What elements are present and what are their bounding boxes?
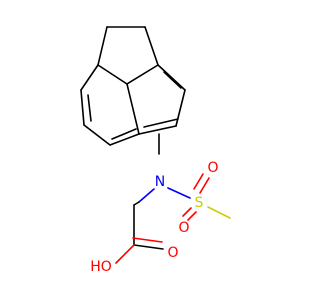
bond-line <box>182 207 192 217</box>
atom-label-sulfur: S <box>195 195 204 211</box>
bond-line <box>144 26 159 66</box>
bond-layer <box>80 26 231 264</box>
bond-line <box>97 26 108 66</box>
molecule-structure: N S O O O HO <box>80 26 231 275</box>
bond-line <box>187 211 197 221</box>
bond-line <box>157 64 186 91</box>
structure-canvas: N S O O O HO <box>80 26 231 275</box>
bond-line <box>167 187 191 199</box>
bond-line <box>126 83 140 135</box>
bond-line <box>163 71 182 89</box>
bond-line <box>126 64 159 85</box>
bond-line <box>97 64 128 85</box>
bond-line <box>132 237 163 243</box>
bond-line <box>87 94 92 122</box>
bond-line <box>133 201 140 206</box>
bond-line <box>80 89 85 126</box>
bond-line <box>175 89 186 127</box>
bond-line <box>207 206 231 219</box>
bond-line <box>138 188 155 203</box>
atom-label-nitrogen: N <box>155 174 165 190</box>
bond-line <box>138 125 177 135</box>
bond-line <box>133 244 164 250</box>
atom-label-oxygen-carbonyl: O <box>167 245 178 261</box>
bond-line <box>143 118 179 128</box>
bond-line <box>109 133 140 146</box>
atom-label-hydroxyl: HO <box>90 259 112 275</box>
bond-line <box>193 173 204 190</box>
atom-label-oxygen-sulfonyl-bottom: O <box>178 220 189 236</box>
bond-line <box>199 177 210 194</box>
bond-line <box>111 128 137 140</box>
bond-line <box>83 124 111 146</box>
bond-line <box>80 64 99 91</box>
bond-line <box>115 244 135 264</box>
atom-label-oxygen-sulfonyl-top: O <box>207 160 218 176</box>
